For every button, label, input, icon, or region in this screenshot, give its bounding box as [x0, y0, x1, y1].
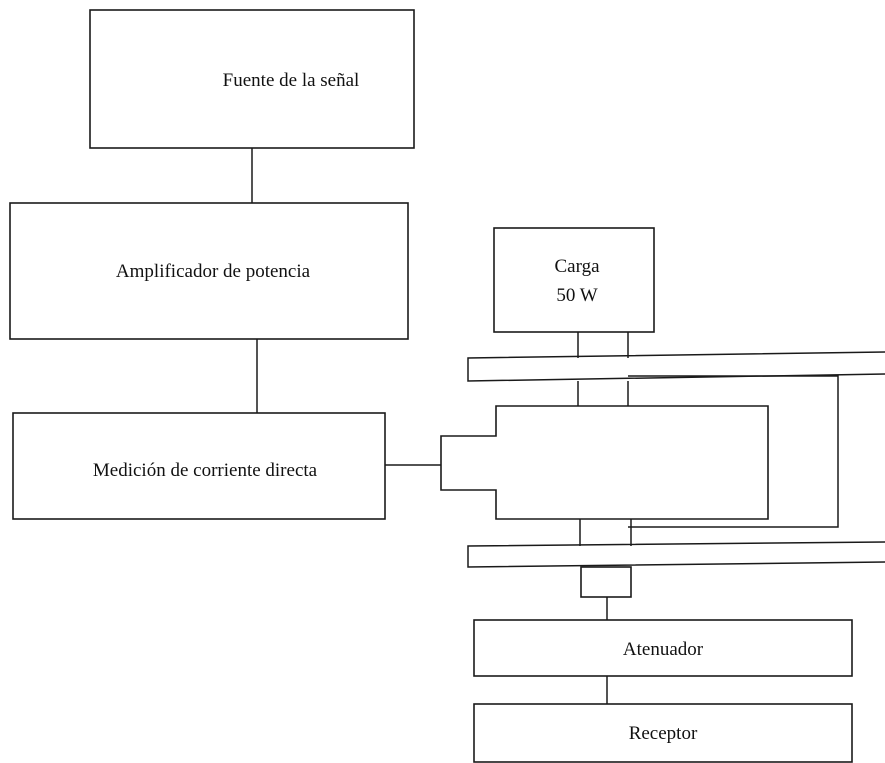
power-amplifier-label: Amplificador de potencia: [116, 261, 311, 282]
lower-connector: [580, 566, 632, 598]
load-block: Carga 50 W: [493, 227, 655, 333]
signal-source-block: Fuente de la señal: [89, 9, 415, 149]
receiver-label: Receptor: [629, 723, 698, 744]
load-label-line1: Carga: [554, 256, 600, 277]
load-label-line2: 50 W: [556, 285, 597, 306]
power-amplifier-block: Amplificador de potencia: [9, 202, 409, 340]
signal-source-label: Fuente de la señal: [223, 70, 360, 91]
device-under-test: [440, 405, 769, 520]
lower-clamp-plate: [467, 541, 885, 568]
dc-measurement-block: Medición de corriente directa: [12, 412, 386, 520]
attenuator-label: Atenuador: [623, 639, 704, 660]
attenuator-block: Atenuador: [473, 619, 853, 677]
upper-clamp-plate: [467, 351, 885, 382]
dc-measurement-label: Medición de corriente directa: [93, 460, 318, 481]
outer-frame: [628, 375, 839, 528]
receiver-block: Receptor: [473, 703, 853, 763]
